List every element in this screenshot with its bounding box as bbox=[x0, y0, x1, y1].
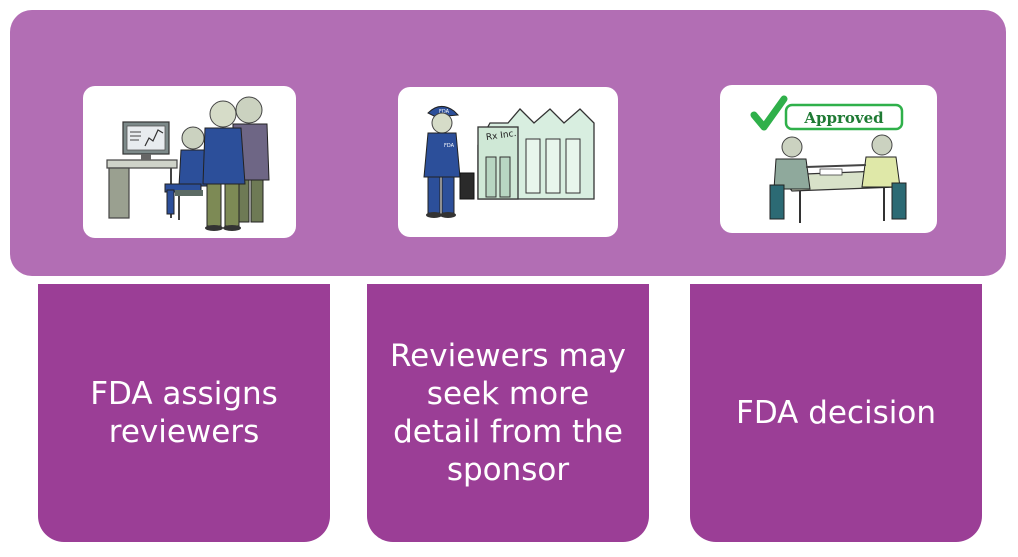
approved-meeting-icon: Approved bbox=[750, 95, 907, 223]
decision-card: Approved bbox=[720, 85, 937, 233]
cap-badge: FDA bbox=[439, 109, 450, 115]
reviewers-at-computer-icon bbox=[106, 96, 270, 231]
step-3-text: FDA decision bbox=[735, 395, 936, 431]
step-fda-decision: FDA decision bbox=[690, 284, 982, 542]
approved-label: Approved bbox=[803, 109, 884, 127]
step-assign-reviewers: FDA assigns reviewers bbox=[38, 284, 330, 542]
step-2-text: Reviewers may seek more detail from the … bbox=[390, 338, 626, 488]
inspector-card: Rx Inc. FDA FDA bbox=[398, 87, 618, 237]
inspector-at-facility-icon: Rx Inc. FDA FDA bbox=[423, 106, 595, 218]
shirt-badge: FDA bbox=[444, 143, 455, 149]
reviewers-card bbox=[83, 86, 296, 238]
building-sign: Rx Inc. bbox=[485, 129, 517, 143]
step-1-text: FDA assigns reviewers bbox=[90, 376, 278, 450]
check-icon bbox=[750, 95, 788, 131]
step-seek-detail: Reviewers may seek more detail from the … bbox=[367, 284, 649, 542]
